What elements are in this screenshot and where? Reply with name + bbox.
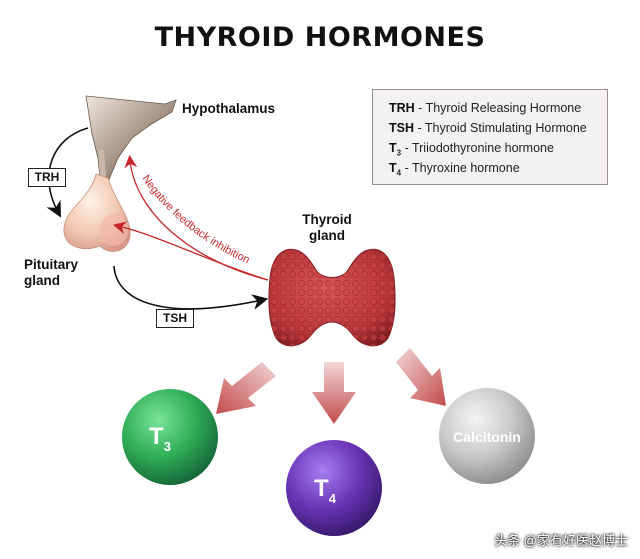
t4-sphere bbox=[286, 440, 382, 536]
arrow-to-t4 bbox=[312, 362, 356, 424]
calcitonin-label: Calcitonin bbox=[453, 429, 521, 445]
watermark: 头条 @家有好医赵博士 bbox=[494, 533, 628, 548]
legend-row-trh: TRH - Thyroid Releasing Hormone bbox=[389, 101, 582, 115]
thyroid-label: Thyroid gland bbox=[302, 212, 352, 243]
arrow-to-t3 bbox=[216, 362, 276, 414]
trh-tag: TRH bbox=[28, 168, 66, 187]
feedback-label: Negative feedback inhibition bbox=[139, 173, 251, 266]
arrow-to-calcitonin bbox=[396, 348, 446, 406]
legend-row-t3: T3 - Triiodothyronine hormone bbox=[389, 141, 554, 158]
feedback-label-text: Negative feedback inhibition bbox=[139, 173, 251, 266]
feedback-arrow-to-pituitary bbox=[112, 221, 269, 281]
pituitary-gland-shape bbox=[63, 173, 131, 252]
page-title: THYROID HORMONES bbox=[154, 22, 486, 53]
thyroid-gland-shape bbox=[268, 248, 396, 347]
hypothalamus-shape bbox=[85, 95, 177, 183]
legend-row-t4: T4 - Thyroxine hormone bbox=[389, 161, 520, 178]
tsh-arrow bbox=[113, 265, 269, 310]
t4-label: T4 bbox=[314, 475, 337, 506]
t3-sphere bbox=[122, 389, 218, 485]
t3-label: T3 bbox=[149, 423, 171, 454]
calcitonin-sphere bbox=[439, 388, 535, 484]
trh-arrow bbox=[46, 127, 89, 218]
pituitary-label: Pituitary gland bbox=[24, 257, 79, 288]
legend-row-tsh: TSH - Thyroid Stimulating Hormone bbox=[389, 121, 587, 135]
legend-box: TRH - Thyroid Releasing Hormone TSH - Th… bbox=[372, 89, 608, 185]
hypothalamus-label: Hypothalamus bbox=[182, 101, 276, 116]
feedback-arrow-to-hypothalamus bbox=[124, 154, 269, 281]
tsh-tag: TSH bbox=[156, 309, 194, 328]
